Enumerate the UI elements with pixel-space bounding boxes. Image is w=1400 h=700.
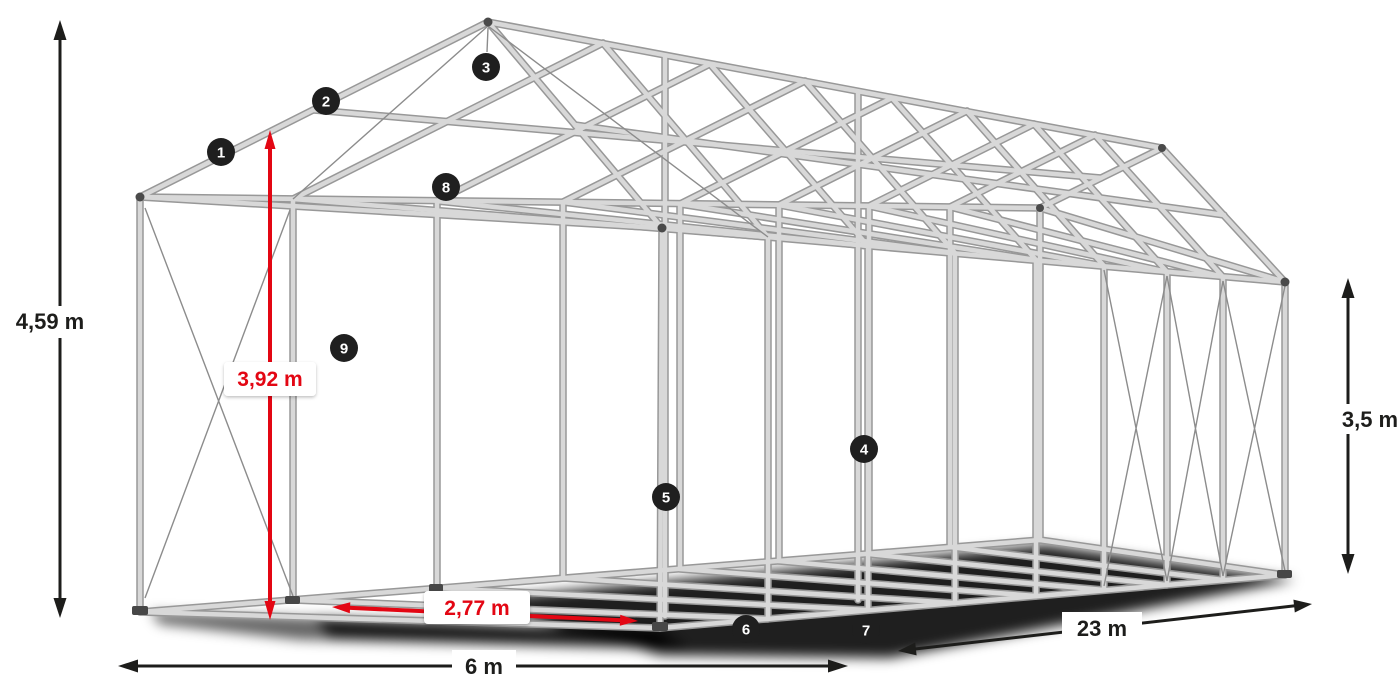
badge-number: 9	[340, 341, 348, 358]
badge-number: 7	[862, 623, 870, 640]
part-badge-2: 2	[312, 87, 340, 115]
part-badge-7: 7	[852, 616, 880, 644]
side-height-label-bg	[1338, 404, 1400, 434]
badge-number: 4	[860, 442, 869, 459]
part-badge-5: 5	[652, 483, 680, 511]
badge-circle	[330, 334, 358, 362]
badge-number: 1	[217, 145, 225, 162]
front-width-label-bg	[452, 650, 516, 682]
part-badge-8: 8	[432, 173, 460, 201]
dimension-inner-width: 2,77 m	[332, 591, 638, 626]
total-height-label: 4,59 m	[16, 309, 85, 334]
badge-circle	[732, 615, 760, 643]
frame-joints	[132, 17, 1292, 631]
badge-number: 8	[442, 180, 450, 197]
part-badge-4: 4	[850, 435, 878, 463]
part-badge-9: 9	[330, 334, 358, 362]
side-height-label: 3,5 m	[1342, 407, 1398, 432]
length-label: 23 m	[1077, 616, 1127, 641]
dimension-side-height: 3,5 m	[1338, 278, 1400, 574]
part-badge-6: 6	[732, 615, 760, 643]
inner-width-label: 2,77 m	[444, 597, 509, 620]
inner-width-label-bg	[424, 591, 530, 624]
dimension-front-width: 6 m	[118, 650, 848, 682]
length-label-bg	[1062, 612, 1142, 644]
badge-number: 3	[482, 60, 490, 77]
badge-number: 5	[662, 490, 670, 507]
part-badges: 1 2 3 4 5 6 7 8	[207, 53, 880, 644]
badge-number: 2	[322, 94, 330, 111]
front-width-label: 6 m	[465, 654, 503, 679]
badge-circle	[207, 138, 235, 166]
dimension-total-height: 4,59 m	[4, 20, 96, 618]
part-badge-1: 1	[207, 138, 235, 166]
bracing-cables	[144, 25, 1286, 599]
part-badge-3: 3	[472, 53, 500, 81]
inner-height-label-bg	[224, 362, 316, 396]
badge-circle	[312, 87, 340, 115]
shadow-doorway	[315, 618, 665, 646]
dimension-inner-height: 3,92 m	[224, 130, 316, 620]
badge-circle	[852, 616, 880, 644]
badge-circle	[432, 173, 460, 201]
badge-circle	[850, 435, 878, 463]
total-height-label-bg	[4, 306, 96, 338]
badge-circle	[652, 483, 680, 511]
badge-circle	[472, 53, 500, 81]
badge-number: 6	[742, 622, 750, 639]
inner-height-label: 3,92 m	[237, 368, 302, 391]
dimension-length: 23 m	[898, 599, 1312, 656]
